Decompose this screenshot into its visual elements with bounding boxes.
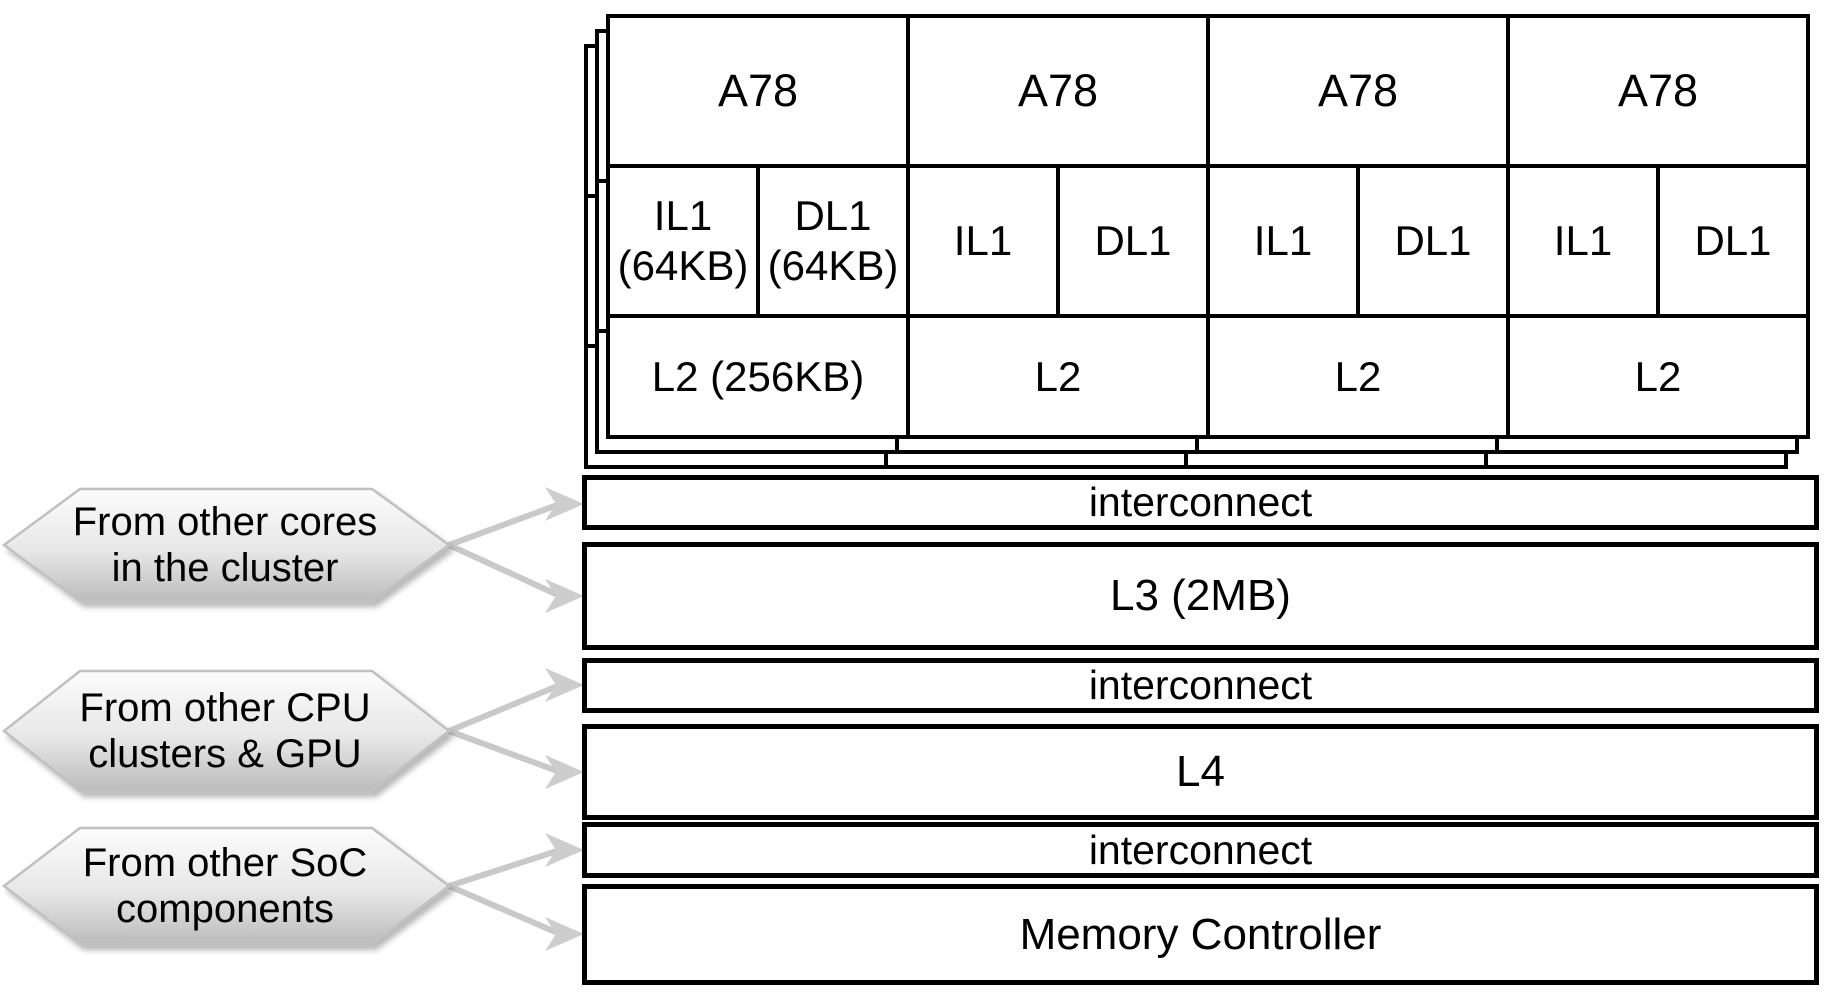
- core-a78-3: A78: [1206, 18, 1506, 164]
- interconnect-bar-1: interconnect: [582, 475, 1819, 530]
- interconnect-bar-2: interconnect: [582, 658, 1819, 713]
- l3-cache-bar: L3 (2MB): [582, 542, 1819, 650]
- l2-cache-row: L2 (256KB) L2 L2 L2: [610, 314, 1806, 435]
- callout-hexagon-cores: [1, 487, 452, 603]
- core-a78-4: A78: [1506, 18, 1806, 164]
- core-row: A78 A78 A78 A78: [610, 18, 1806, 164]
- arrow-head-icon: [545, 833, 584, 867]
- dl1-cache-4: DL1: [1656, 168, 1806, 314]
- arrow-head-icon: [545, 487, 584, 521]
- interconnect-bar-3: interconnect: [582, 822, 1819, 878]
- arrow-line-soc-to-interconnect3: [448, 847, 561, 889]
- arrow-line-cores-to-l3: [447, 542, 562, 599]
- il1-cache-4: IL1: [1553, 217, 1613, 264]
- dl1-cache-1: DL1 (64KB): [756, 168, 906, 314]
- l2-cache-1: L2 (256KB): [651, 352, 865, 400]
- callout-hexagon-clusters: [1, 669, 452, 793]
- callout-label-cores: From other cores in the cluster: [72, 500, 378, 590]
- l2-cache-2: L2: [906, 318, 1206, 435]
- arrow-line-clusters-to-l4: [447, 728, 562, 775]
- il1-cache-3: IL1: [1253, 217, 1313, 264]
- il1-cache-2: IL1: [953, 217, 1013, 264]
- arrow-head-icon: [545, 755, 584, 789]
- l1-cache-row: IL1 (64KB) DL1 (64KB) IL1 DL1 IL1: [610, 164, 1806, 314]
- callout-label-soc: From other SoC components: [82, 841, 368, 931]
- l2-cache-3: L2: [1206, 318, 1506, 435]
- l2-cache-4: L2: [1506, 318, 1806, 435]
- core-a78-1: A78: [717, 65, 799, 116]
- arrow-head-icon: [545, 917, 584, 951]
- arrow-head-icon: [545, 579, 584, 613]
- callout-label-clusters: From other CPU clusters & GPU: [79, 686, 371, 776]
- arrow-line-soc-to-memory-controller: [447, 883, 562, 937]
- memory-controller-bar: Memory Controller: [582, 884, 1819, 985]
- arrow-head-icon: [545, 668, 584, 702]
- core-a78-2: A78: [906, 18, 1206, 164]
- cpu-cluster-card: A78 A78 A78 A78 IL1 (64KB) DL1 (64KB): [606, 14, 1810, 439]
- arrow-line-cores-to-interconnect1: [447, 501, 562, 548]
- dl1-cache-2: DL1: [1056, 168, 1206, 314]
- callout-hexagon-soc: [1, 826, 452, 946]
- il1-cache-1: IL1 (64KB): [617, 192, 749, 289]
- l4-cache-bar: L4: [582, 724, 1819, 820]
- arrow-line-clusters-to-interconnect2: [447, 682, 562, 734]
- dl1-cache-3: DL1: [1356, 168, 1506, 314]
